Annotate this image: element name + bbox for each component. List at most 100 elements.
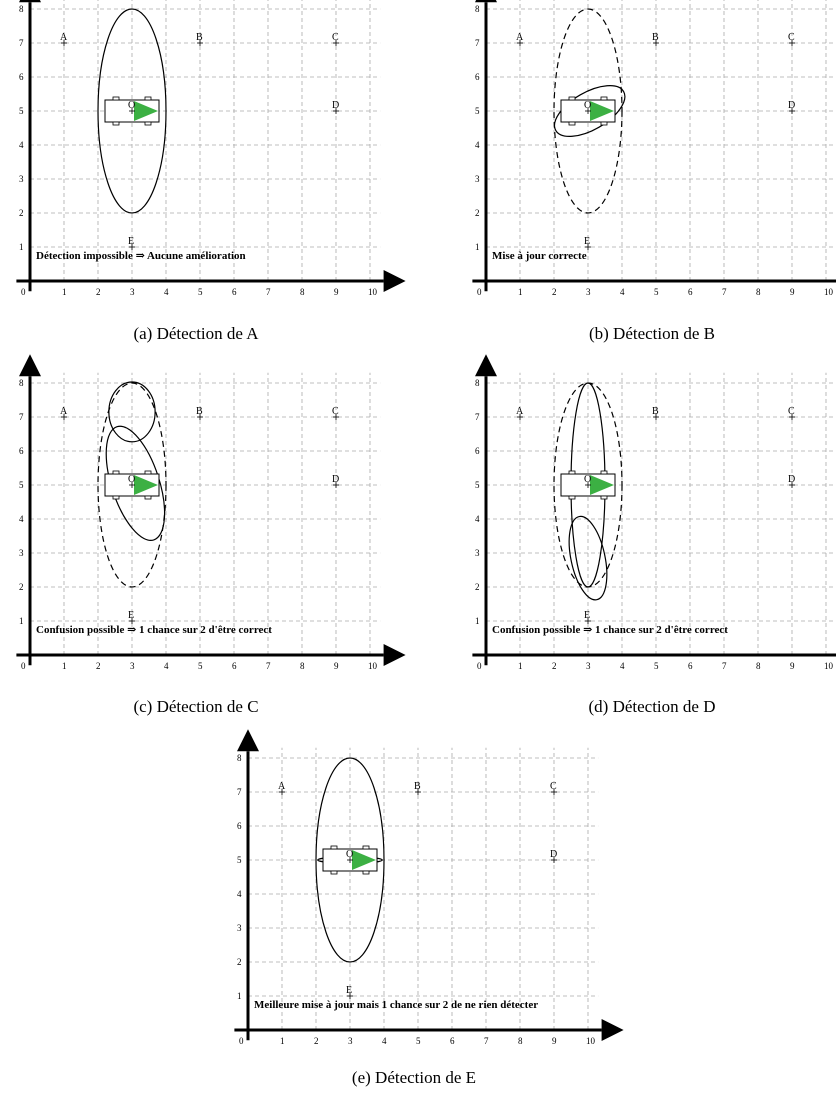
robot-wheel bbox=[600, 121, 608, 126]
y-tick-label: 2 bbox=[19, 582, 24, 592]
y-tick-label: 3 bbox=[19, 174, 24, 184]
x-tick-label: 3 bbox=[130, 287, 135, 297]
landmark-a: A bbox=[516, 406, 524, 420]
x-tick-label: 0 bbox=[21, 661, 26, 671]
landmark-label: E bbox=[128, 610, 134, 621]
robot-wheel bbox=[112, 470, 120, 475]
landmark-o: O bbox=[584, 100, 591, 114]
uncertainty-ellipse bbox=[553, 85, 626, 137]
landmark-d: D bbox=[332, 474, 339, 488]
uncertainty-ellipse bbox=[97, 8, 167, 214]
x-tick-label: 7 bbox=[722, 287, 727, 297]
robot-wheel bbox=[112, 495, 120, 500]
robot-wheel bbox=[568, 470, 576, 475]
landmark-a: A bbox=[278, 781, 286, 795]
x-tick-label: 4 bbox=[620, 287, 625, 297]
y-tick-label: 5 bbox=[19, 480, 24, 490]
x-tick-label: 2 bbox=[314, 1036, 319, 1046]
x-tick-label: 6 bbox=[232, 287, 237, 297]
x-tick-label: 9 bbox=[552, 1036, 557, 1046]
y-axis-arrowhead bbox=[475, 0, 497, 3]
grid bbox=[30, 0, 381, 281]
robot-wheel bbox=[330, 845, 338, 850]
x-tick-label: 6 bbox=[232, 661, 237, 671]
landmark-label: C bbox=[332, 32, 339, 43]
grid bbox=[486, 0, 836, 281]
y-tick-label: 2 bbox=[237, 957, 242, 967]
landmark-label: B bbox=[414, 781, 421, 792]
caption-e: (e) Détection de E bbox=[351, 1068, 477, 1087]
y-tick-label: 7 bbox=[19, 38, 24, 48]
landmark-label: A bbox=[60, 32, 68, 43]
landmark-c: C bbox=[550, 781, 557, 795]
robot-wheel bbox=[112, 121, 120, 126]
y-tick-label: 7 bbox=[237, 787, 242, 797]
robot-wheel bbox=[362, 870, 370, 875]
uncertainty-ellipse bbox=[568, 515, 608, 601]
grid bbox=[486, 372, 836, 655]
y-tick-label: 1 bbox=[475, 242, 480, 252]
landmark-e: E bbox=[128, 236, 135, 250]
prior-ellipse bbox=[97, 382, 167, 588]
x-tick-label: 8 bbox=[300, 287, 305, 297]
x-tick-label: 2 bbox=[552, 287, 557, 297]
robot-heading-arrow bbox=[590, 475, 614, 495]
landmark-label: O bbox=[584, 474, 591, 485]
landmark-label: E bbox=[128, 236, 134, 247]
x-axis-arrowhead bbox=[601, 1019, 624, 1041]
robot-wheel bbox=[362, 845, 370, 850]
panel-note: Détection impossible ⇒ Aucune améliorati… bbox=[36, 250, 246, 262]
landmark-label: A bbox=[516, 32, 524, 43]
robot-wheel bbox=[144, 495, 152, 500]
caption-c: (c) Détection de C bbox=[133, 697, 259, 716]
landmark-c: C bbox=[788, 406, 795, 420]
x-tick-label: 5 bbox=[198, 661, 203, 671]
uncertainty-ellipse bbox=[108, 381, 156, 443]
y-tick-label: 4 bbox=[19, 514, 24, 524]
landmark-label: O bbox=[584, 100, 591, 111]
y-tick-label: 7 bbox=[475, 38, 480, 48]
x-tick-label: 10 bbox=[586, 1036, 596, 1046]
landmark-label: B bbox=[196, 32, 203, 43]
landmark-label: E bbox=[584, 236, 590, 247]
x-tick-label: 9 bbox=[790, 661, 795, 671]
y-tick-label: 4 bbox=[237, 889, 242, 899]
y-tick-label: 1 bbox=[475, 616, 480, 626]
landmark-c: C bbox=[788, 32, 795, 46]
x-tick-label: 0 bbox=[239, 1036, 244, 1046]
y-tick-label: 6 bbox=[237, 821, 242, 831]
robot-heading-arrow bbox=[590, 101, 614, 121]
y-tick-label: 6 bbox=[19, 446, 24, 456]
x-tick-label: 8 bbox=[756, 287, 761, 297]
landmark-label: E bbox=[584, 610, 590, 621]
landmark-c: C bbox=[332, 406, 339, 420]
landmark-d: D bbox=[788, 100, 795, 114]
x-tick-label: 3 bbox=[130, 661, 135, 671]
x-tick-label: 0 bbox=[21, 287, 26, 297]
x-tick-label: 10 bbox=[368, 287, 378, 297]
x-tick-label: 4 bbox=[620, 661, 625, 671]
landmark-label: E bbox=[346, 985, 352, 996]
x-tick-label: 1 bbox=[518, 287, 523, 297]
y-tick-label: 5 bbox=[475, 480, 480, 490]
landmark-label: D bbox=[788, 474, 795, 485]
y-tick-label: 8 bbox=[475, 378, 480, 388]
y-tick-label: 1 bbox=[19, 242, 24, 252]
robot-wheel bbox=[330, 870, 338, 875]
landmark-o: O bbox=[346, 849, 353, 863]
landmark-label: C bbox=[550, 781, 557, 792]
caption-a: (a) Détection de A bbox=[133, 324, 259, 343]
x-tick-label: 4 bbox=[164, 661, 169, 671]
x-tick-label: 10 bbox=[824, 287, 834, 297]
panel-note: Confusion possible ⇒ 1 chance sur 2 d'êt… bbox=[36, 624, 272, 636]
x-tick-label: 7 bbox=[266, 661, 271, 671]
landmark-c: C bbox=[332, 32, 339, 46]
landmark-label: O bbox=[128, 100, 135, 111]
x-tick-label: 7 bbox=[266, 287, 271, 297]
